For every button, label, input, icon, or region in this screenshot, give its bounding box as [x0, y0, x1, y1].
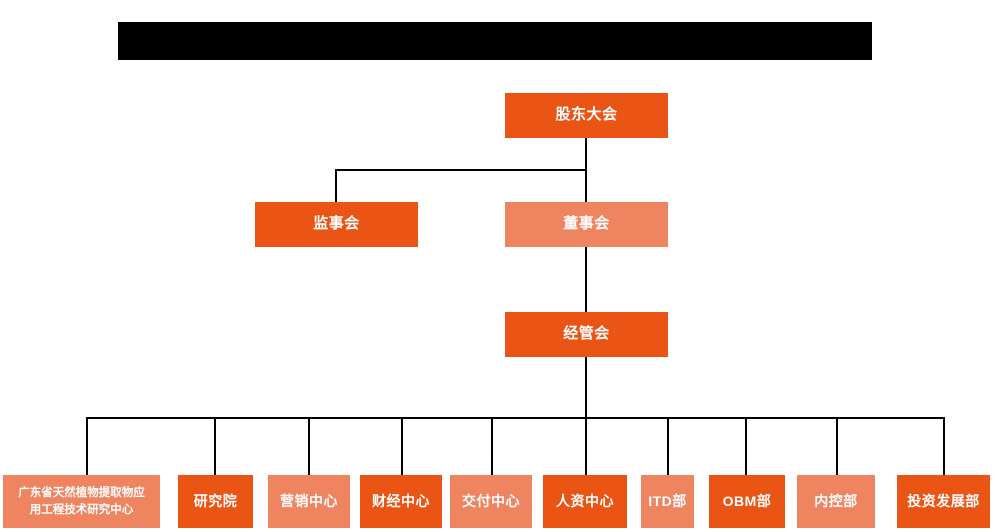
- node-label: 董事会: [563, 215, 610, 233]
- node-delivery-center[interactable]: 交付中心: [450, 475, 532, 528]
- node-label: 营销中心: [280, 492, 338, 509]
- node-internal-control-dept[interactable]: 内控部: [797, 475, 875, 528]
- node-label: 投资发展部: [907, 492, 980, 509]
- node-guangdong-research-center[interactable]: 广东省天然植物提取物应 用工程技术研究中心: [3, 475, 160, 528]
- connector-drop-delivery-center: [491, 417, 493, 475]
- connector-drop-investment-development-dept: [943, 417, 945, 475]
- node-itd-dept[interactable]: ITD部: [641, 475, 694, 528]
- connector-drop-finance-center: [401, 417, 403, 475]
- node-label: OBM部: [722, 492, 772, 509]
- connector-l3-drop: [585, 357, 587, 418]
- connector-l2-drop-supervisors: [335, 169, 337, 202]
- connector-drop-itd-dept: [667, 417, 669, 475]
- node-obm-dept[interactable]: OBM部: [709, 475, 785, 528]
- node-label: 财经中心: [372, 492, 430, 509]
- connector-l1-drop: [585, 138, 587, 170]
- node-label: 股东大会: [555, 106, 618, 124]
- connector-drop-guangdong-research-center: [86, 417, 88, 475]
- node-management-committee[interactable]: 经管会: [505, 312, 668, 357]
- node-finance-center[interactable]: 财经中心: [360, 475, 442, 528]
- node-investment-development-dept[interactable]: 投资发展部: [897, 475, 990, 528]
- node-board-of-supervisors[interactable]: 监事会: [255, 202, 418, 247]
- connector-drop-internal-control-dept: [836, 417, 838, 475]
- node-hr-center[interactable]: 人资中心: [543, 475, 627, 528]
- node-shareholders-meeting[interactable]: 股东大会: [505, 93, 668, 138]
- node-research-institute[interactable]: 研究院: [178, 475, 253, 528]
- node-label: ITD部: [648, 492, 687, 509]
- connector-drop-hr-center: [585, 417, 587, 475]
- connector-l4-bus: [86, 417, 944, 419]
- node-label-line2: 用工程技术研究中心: [29, 503, 134, 516]
- node-label-line1: 广东省天然植物提取物应: [18, 486, 145, 499]
- node-label: 交付中心: [462, 492, 520, 509]
- connector-l2-drop-directors: [585, 169, 587, 202]
- node-board-of-directors[interactable]: 董事会: [505, 202, 668, 247]
- connector-l2-to-l3: [585, 247, 587, 312]
- node-label: 人资中心: [556, 492, 614, 509]
- connector-drop-obm-dept: [745, 417, 747, 475]
- node-label: 内控部: [814, 492, 858, 509]
- connector-drop-marketing-center: [308, 417, 310, 475]
- connector-l2-bus: [335, 169, 587, 171]
- node-label: 经管会: [563, 325, 610, 343]
- node-label: 监事会: [313, 215, 360, 233]
- redacted-title-bar: [118, 22, 872, 60]
- node-marketing-center[interactable]: 营销中心: [268, 475, 350, 528]
- node-label: 研究院: [193, 492, 238, 509]
- connector-drop-research-institute: [214, 417, 216, 475]
